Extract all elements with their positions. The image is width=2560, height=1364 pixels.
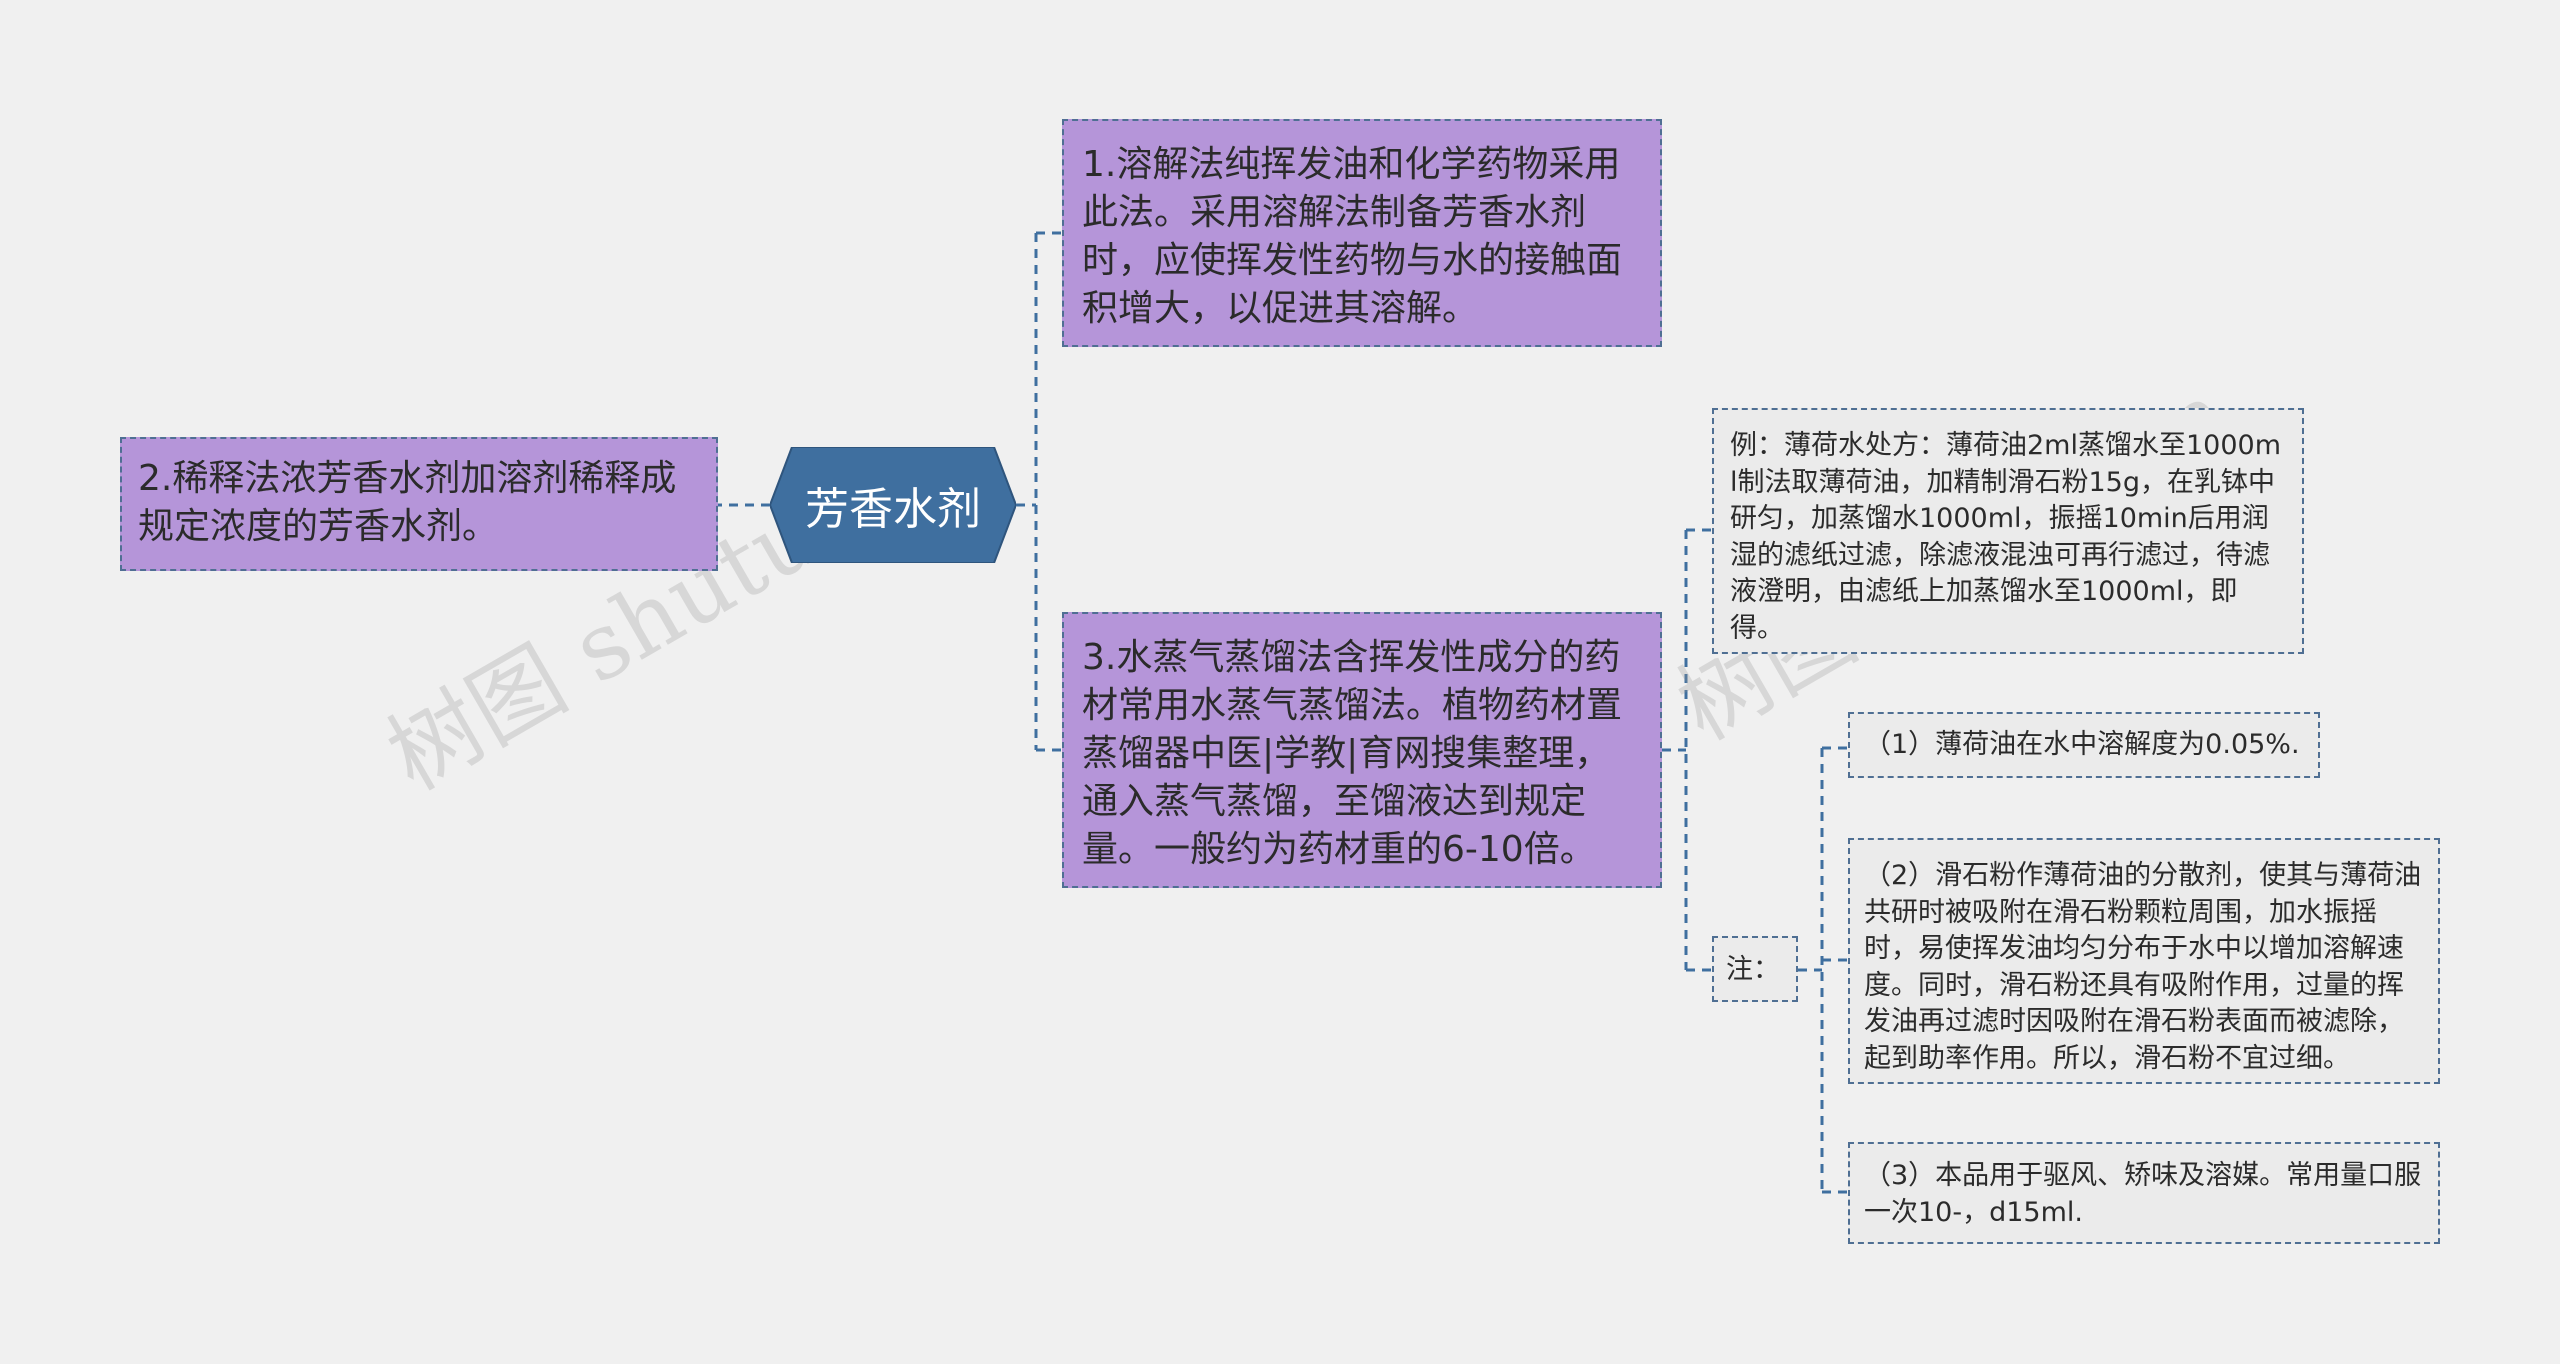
root-node[interactable]: 芳香水剂 — [770, 447, 1016, 563]
node-steam-distillation-method[interactable]: 3.水蒸气蒸馏法含挥发性成分的药材常用水蒸气蒸馏法。植物药材置蒸馏器中医|学教|… — [1062, 612, 1662, 888]
root-hexagon-shape — [770, 447, 1016, 563]
node-peppermint-water-example[interactable]: 例：薄荷水处方：薄荷油2ml蒸馏水至1000ml制法取薄荷油，加精制滑石粉15g… — [1712, 408, 2304, 654]
root-label: 芳香水剂 — [805, 484, 981, 535]
node-note-solubility[interactable]: （1）薄荷油在水中溶解度为0.05%. — [1848, 712, 2320, 778]
node-notes[interactable]: 注： — [1712, 936, 1798, 1002]
node-dilution-method[interactable]: 2.稀释法浓芳香水剂加溶剂稀释成规定浓度的芳香水剂。 — [120, 437, 718, 571]
node-note-usage[interactable]: （3）本品用于驱风、矫味及溶媒。常用量口服一次10-，d15ml. — [1848, 1142, 2440, 1244]
node-note-talc-dispersant[interactable]: （2）滑石粉作薄荷油的分散剂，使其与薄荷油共研时被吸附在滑石粉颗粒周围，加水振摇… — [1848, 838, 2440, 1084]
node-dissolution-method[interactable]: 1.溶解法纯挥发油和化学药物采用此法。采用溶解法制备芳香水剂时，应使挥发性药物与… — [1062, 119, 1662, 347]
